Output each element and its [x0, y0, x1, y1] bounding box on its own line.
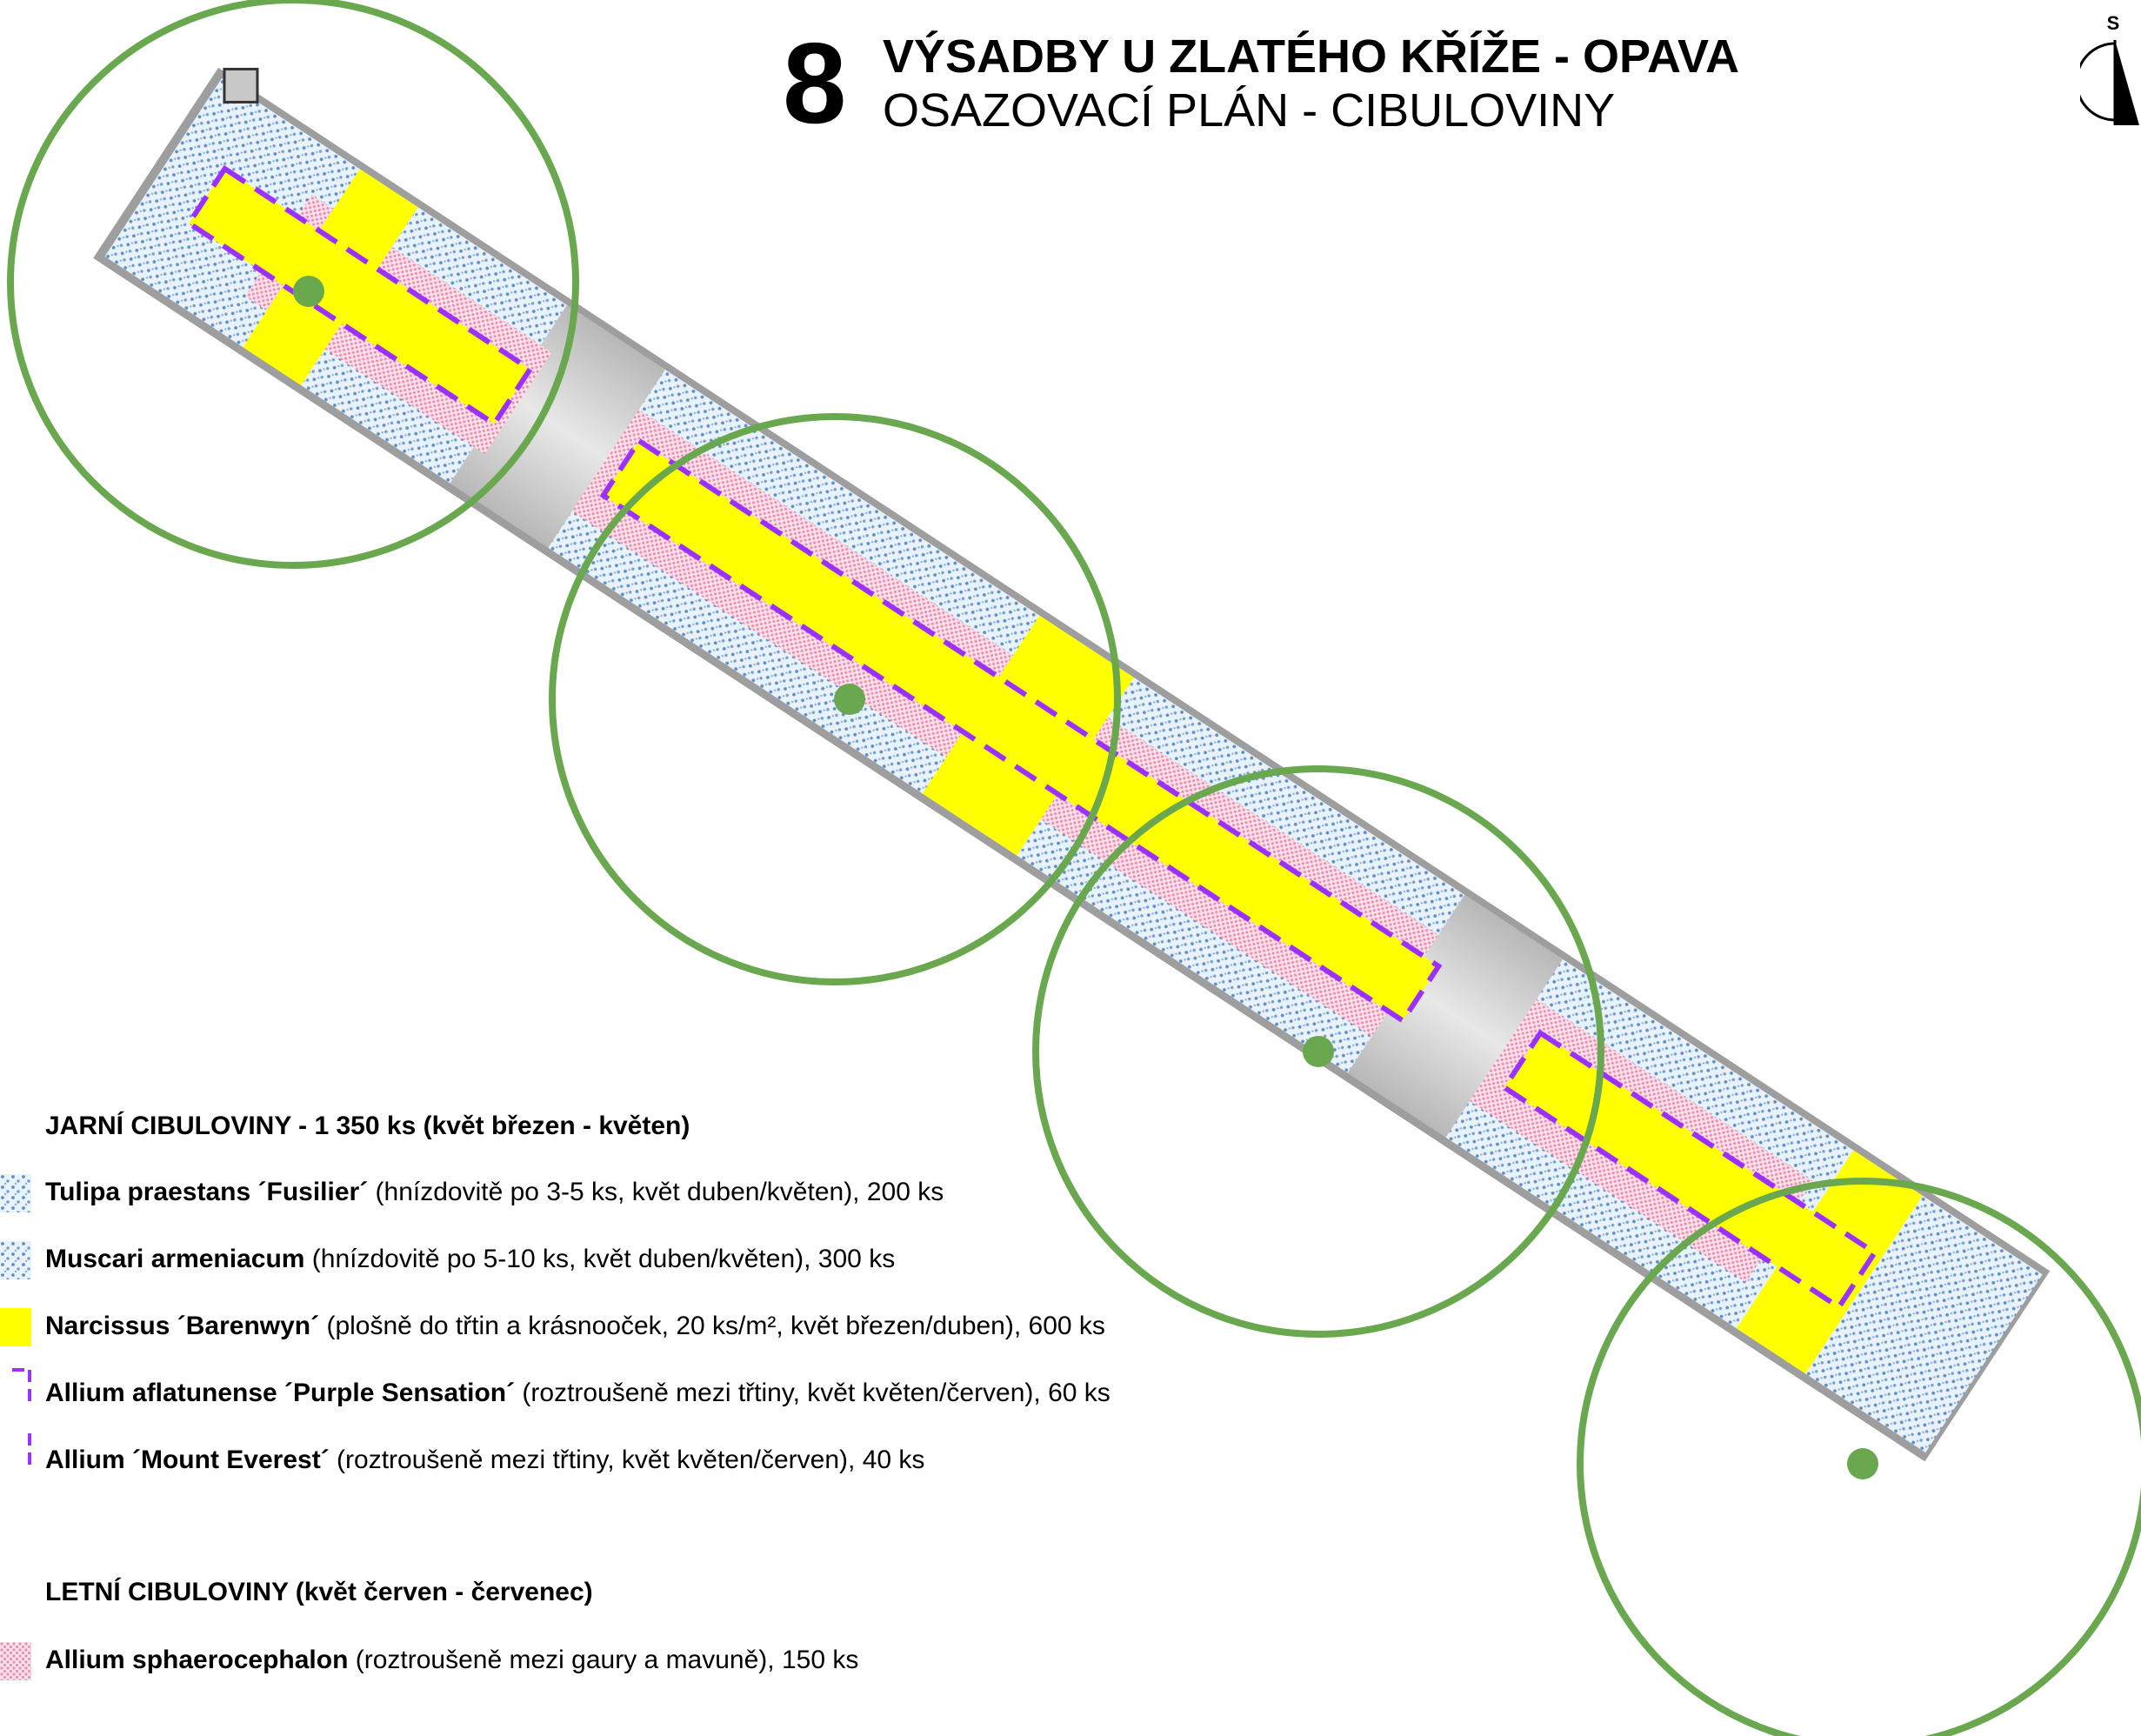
tree-dot-3 — [1303, 1036, 1334, 1067]
legend-item-detail: (hnízdovitě po 3-5 ks, květ duben/květen… — [368, 1178, 944, 1206]
blue-dots-swatch — [0, 1241, 31, 1279]
legend-item-detail: (roztroušeně mezi třtiny, květ květen/če… — [329, 1446, 925, 1474]
plan-number: 8 — [783, 19, 847, 147]
allium-outline-1 — [185, 164, 534, 428]
purple-dash-swatch — [28, 1433, 31, 1472]
tree-canopy-3 — [1032, 765, 1604, 1338]
narcissus-crossbar-1 — [243, 169, 418, 386]
allium-outline-2 — [599, 437, 1443, 1025]
legend-item-name: Muscari armeniacum — [45, 1245, 305, 1273]
legend-item: Muscari armeniacum (hnízdovitě po 5-10 k… — [0, 1232, 1304, 1285]
legend-item-name: Tulipa praestans ´Fusilier´ — [45, 1178, 369, 1206]
legend-item: Narcissus ´Barenwyn´ (plošně do třtin a … — [0, 1299, 1304, 1352]
legend-heading-summer: LETNÍ CIBULOVINY (květ červen - červenec… — [45, 1578, 593, 1606]
tree-canopy-4 — [1577, 1178, 2141, 1736]
allium-outline-3 — [1500, 1029, 1878, 1312]
north-arrow-icon: S — [2080, 12, 2139, 125]
legend-item: Allium sphaerocephalon (roztroušeně mezi… — [0, 1633, 1304, 1686]
legend-item-name: Allium sphaerocephalon — [45, 1646, 349, 1674]
legend-item-detail: (hnízdovitě po 5-10 ks, květ duben/květe… — [304, 1245, 896, 1273]
pink-hatch-swatch — [0, 1642, 31, 1680]
legend-item-detail: (plošně do třtin a krásnooček, 20 ks/m²,… — [319, 1312, 1105, 1340]
legend-item-name: Narcissus ´Barenwyn´ — [45, 1312, 320, 1340]
purple-dash-swatch — [12, 1368, 31, 1405]
tree-canopy-2 — [549, 413, 1121, 985]
legend-item: Allium aflatunense ´Purple Sensation´ (r… — [0, 1366, 1304, 1419]
blue-dots-swatch — [0, 1174, 31, 1212]
tree-canopy-1 — [7, 0, 579, 569]
tree-dot-2 — [834, 684, 865, 715]
legend-item-detail: (roztroušeně mezi gaury a mavuně), 150 k… — [348, 1646, 859, 1674]
narcissus-crossbar-3 — [1736, 1150, 1923, 1374]
path-crossing-1 — [450, 304, 665, 548]
yellow-swatch — [0, 1308, 31, 1346]
page-title: VÝSADBY U ZLATÉHO KŘÍŽE - OPAVA — [883, 30, 1740, 83]
page-subtitle: OSAZOVACÍ PLÁN - CIBULOVINY — [883, 84, 1616, 137]
legend-item-name: Allium aflatunense ´Purple Sensation´ — [45, 1379, 516, 1407]
legend-item-detail: (roztroušeně mezi třtiny, květ květen/če… — [515, 1379, 1111, 1407]
corner-marker — [223, 67, 259, 103]
path-crossing-2 — [1347, 894, 1564, 1138]
tree-dot-1 — [293, 276, 324, 307]
legend-item: Allium ´Mount Everest´ (roztroušeně mezi… — [0, 1433, 1304, 1486]
legend-item: Tulipa praestans ´Fusilier´ (hnízdovitě … — [0, 1165, 1304, 1218]
legend-item-name: Allium ´Mount Everest´ — [45, 1446, 330, 1474]
planting-bed — [93, 67, 2051, 1462]
narcissus-crossbar-2 — [922, 615, 1134, 856]
north-arrow-label: S — [2107, 12, 2120, 34]
tree-dot-4 — [1847, 1448, 1878, 1479]
legend-heading-spring: JARNÍ CIBULOVINY - 1 350 ks (květ březen… — [45, 1112, 690, 1140]
